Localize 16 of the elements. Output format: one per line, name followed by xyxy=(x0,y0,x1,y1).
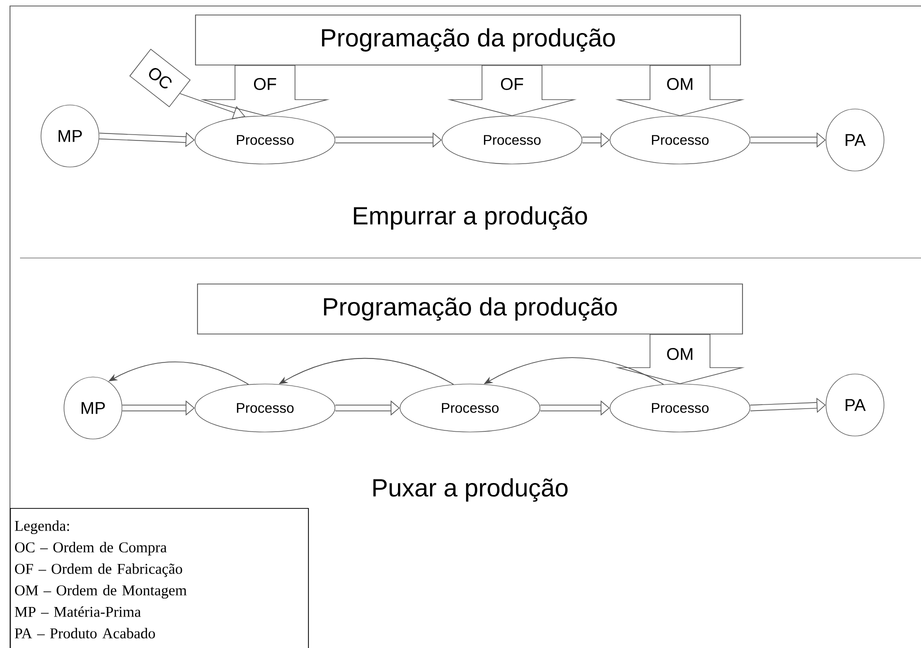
block-arrow xyxy=(200,65,330,116)
block-arrow xyxy=(447,65,577,116)
edge-label: OF xyxy=(252,76,278,91)
edge-label: OF xyxy=(499,76,525,91)
edge-label: OM xyxy=(665,346,695,362)
legend-box: Legenda: OC – Ordem de Compra OF – Ordem de Fabricação OM – Ordem de Montagem MP – Matéria-Prima PA – Produto Acabado xyxy=(10,508,309,648)
callout-box: OC xyxy=(129,48,191,108)
edge-label: OM xyxy=(665,76,695,91)
hollow-arrow xyxy=(750,398,826,413)
planning-box: Programação da produção xyxy=(197,284,743,334)
block-arrow xyxy=(615,65,745,116)
callout-arrow xyxy=(180,93,246,120)
section-title: Puxar a produção xyxy=(373,478,568,502)
block-arrow xyxy=(615,334,745,384)
planning-box: Programação da produção xyxy=(195,14,741,66)
section-title: Empurrar a produção xyxy=(354,206,588,230)
